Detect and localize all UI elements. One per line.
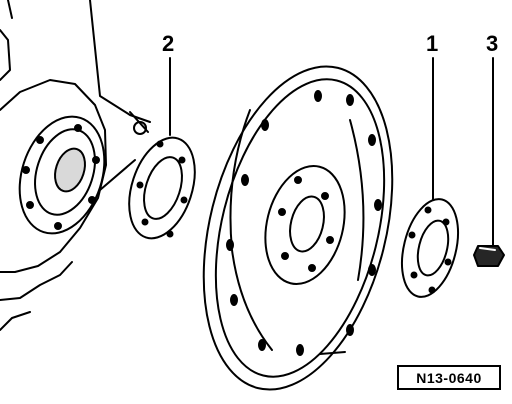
callout-1: 1 [426,31,439,56]
callout-2: 2 [162,31,175,56]
bolt [473,245,505,267]
flex-plate [202,65,394,391]
engine-crankshaft-housing [0,0,151,331]
callout-3: 3 [486,31,499,56]
shim-plate [128,136,196,240]
reference-code: N13-0640 [397,365,501,390]
clamping-plate [401,198,459,298]
